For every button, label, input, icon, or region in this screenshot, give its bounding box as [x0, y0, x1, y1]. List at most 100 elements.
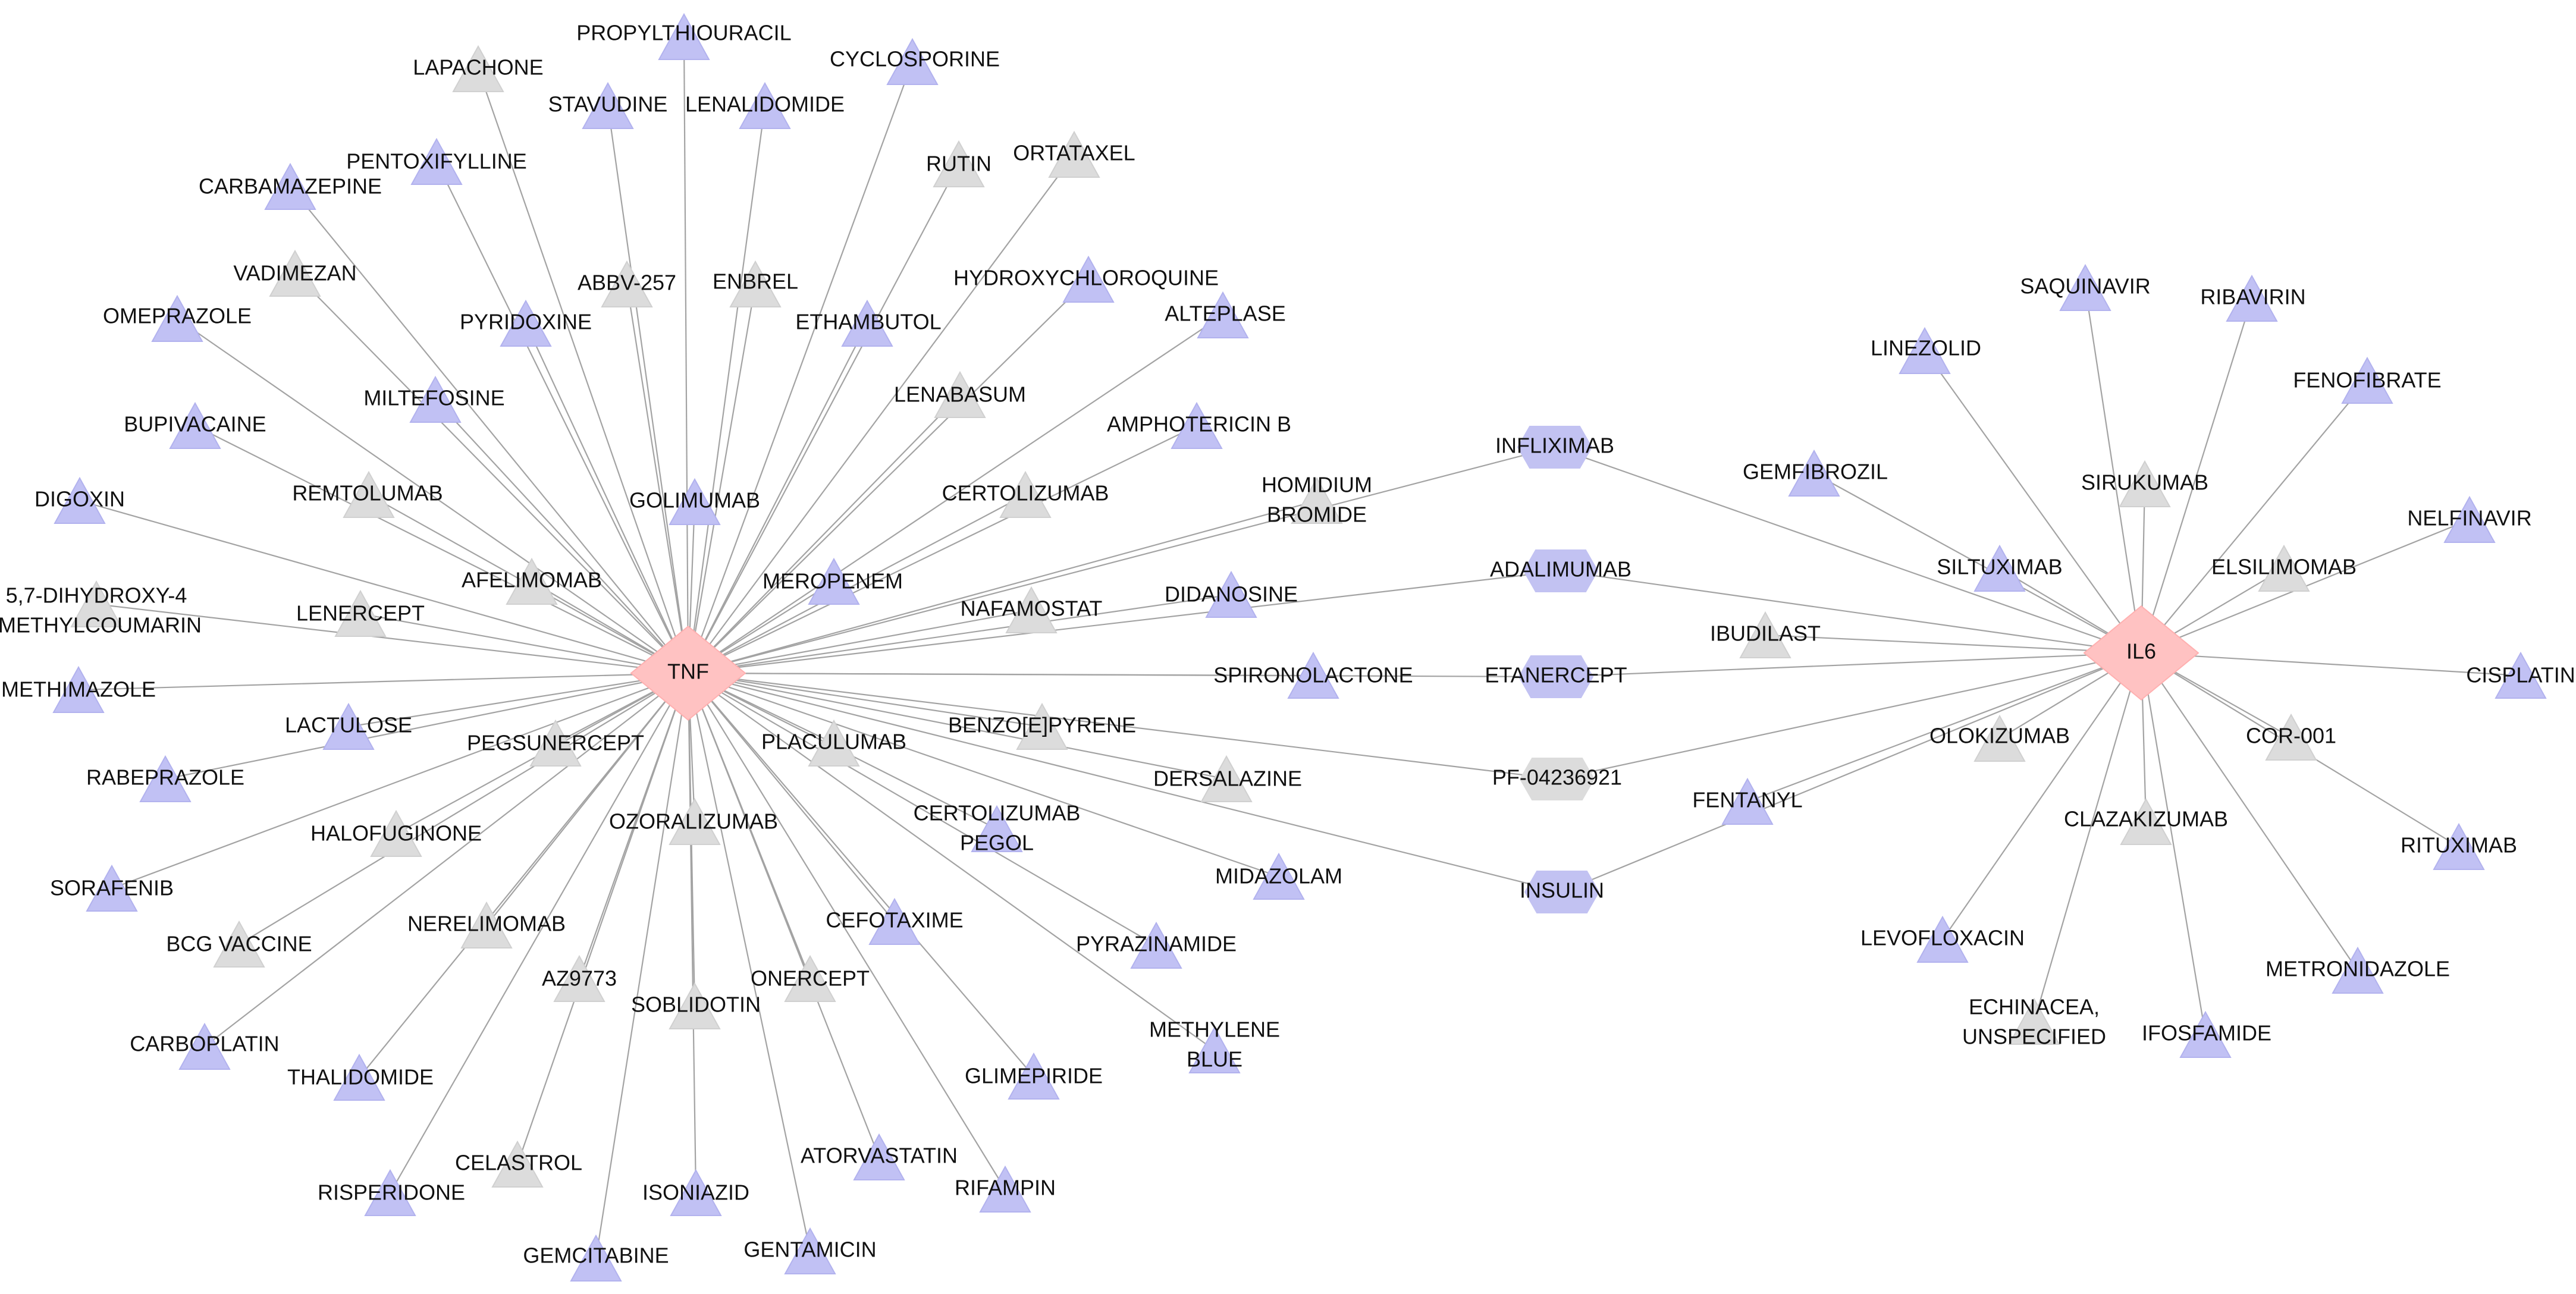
drug-node-gemfibrozil[interactable]: GEMFIBROZIL	[1743, 449, 1888, 497]
drug-node-bupivacaine[interactable]: BUPIVACAINE	[124, 401, 266, 449]
drug-node-infliximab[interactable]: INFLIXIMAB	[1495, 426, 1614, 469]
drug-node-rifampin[interactable]: RIFAMPIN	[955, 1165, 1056, 1213]
drug-node-lenercept[interactable]: LENERCEPT	[296, 589, 425, 637]
drug-node-vadimezan[interactable]: VADIMEZAN	[233, 249, 357, 297]
drug-node-alteplase[interactable]: ALTEPLASE	[1165, 291, 1286, 338]
drug-label-line2: UNSPECIFIED	[1962, 1025, 2106, 1049]
triangle-shape	[1008, 1052, 1060, 1100]
drug-node-etanercept[interactable]: ETANERCEPT	[1485, 655, 1627, 698]
drug-node-rutin[interactable]: RUTIN	[926, 140, 992, 187]
drug-node-thalidomide[interactable]: THALIDOMIDE	[287, 1053, 434, 1101]
drug-node-pyrazinamide[interactable]: PYRAZINAMIDE	[1076, 921, 1237, 969]
drug-node-rituximab[interactable]: RITUXIMAB	[2401, 822, 2517, 870]
drug-node-fentanyl[interactable]: FENTANYL	[1692, 777, 1803, 825]
drug-node-lapachone[interactable]: LAPACHONE	[413, 45, 544, 92]
drug-node-abbv257[interactable]: ABBV-257	[578, 260, 676, 307]
drug-node-didanosine[interactable]: DIDANOSINE	[1165, 570, 1298, 618]
drug-node-amphotericinb[interactable]: AMPHOTERICIN B	[1107, 401, 1291, 449]
drug-node-insulin[interactable]: INSULIN	[1520, 871, 1604, 913]
drug-node-clazakizumab[interactable]: CLAZAKIZUMAB	[2064, 797, 2228, 845]
drug-node-ethambutol[interactable]: ETHAMBUTOL	[795, 299, 942, 347]
drug-node-fenofibrate[interactable]: FENOFIBRATE	[2293, 356, 2442, 404]
drug-node-remtolumab[interactable]: REMTOLUMAB	[292, 470, 443, 518]
drug-node-miltefosine[interactable]: MILTEFOSINE	[363, 375, 505, 423]
drug-node-cefotaxime[interactable]: CEFOTAXIME	[826, 897, 964, 945]
drug-node-lactulose[interactable]: LACTULOSE	[285, 702, 412, 750]
drug-node-onercept[interactable]: ONERCEPT	[751, 954, 870, 1002]
drug-node-digoxin[interactable]: DIGOXIN	[34, 476, 125, 524]
drug-node-lenabasum[interactable]: LENABASUM	[894, 370, 1026, 418]
drug-node-pf04236921[interactable]: PF-04236921	[1492, 758, 1622, 800]
drug-node-golimumab[interactable]: GOLIMUMAB	[629, 478, 760, 525]
drug-node-glimepiride[interactable]: GLIMEPIRIDE	[965, 1052, 1103, 1100]
drug-node-omeprazole[interactable]: OMEPRAZOLE	[103, 294, 252, 342]
drug-label: SORAFENIB	[50, 876, 174, 900]
drug-node-cor001[interactable]: COR-001	[2246, 713, 2336, 761]
drug-node-sorafenib[interactable]: SORAFENIB	[50, 864, 174, 912]
drug-node-saquinavir[interactable]: SAQUINAVIR	[2020, 263, 2151, 311]
drug-node-pegsunercept[interactable]: PEGSUNERCEPT	[467, 719, 644, 767]
drug-node-isoniazid[interactable]: ISONIAZID	[642, 1169, 749, 1216]
drug-node-propylthiouracil[interactable]: PROPYLTHIOURACIL	[576, 12, 792, 60]
drug-node-nerelimomab[interactable]: NERELIMOMAB	[407, 901, 566, 948]
drug-node-metronidazole[interactable]: METRONIDAZOLE	[2266, 946, 2450, 994]
drug-node-ozoralizumab[interactable]: OZORALIZUMAB	[609, 797, 778, 845]
drug-node-lenalidomide[interactable]: LENALIDOMIDE	[685, 81, 845, 129]
drug-node-gentamicin[interactable]: GENTAMICIN	[743, 1227, 877, 1274]
drug-node-ortataxel[interactable]: ORTATAXEL	[1013, 130, 1135, 178]
drug-node-gemcitabine[interactable]: GEMCITABINE	[523, 1234, 669, 1282]
drug-label: PF-04236921	[1492, 765, 1622, 790]
drug-node-rabeprazole[interactable]: RABEPRAZOLE	[86, 755, 244, 802]
diamond-shape	[630, 625, 746, 721]
hub-node-tnf[interactable]: TNF	[630, 625, 746, 721]
drug-node-hydroxychloroquine[interactable]: HYDROXYCHLOROQUINE	[953, 255, 1219, 303]
drug-label: GOLIMUMAB	[629, 488, 760, 513]
drug-node-halofuginone[interactable]: HALOFUGINONE	[310, 809, 482, 857]
drug-node-ifosfamide[interactable]: IFOSFAMIDE	[2142, 1010, 2271, 1058]
drug-node-az9773[interactable]: AZ9773	[542, 954, 617, 1002]
triangle-shape	[70, 580, 123, 627]
drug-node-stavudine[interactable]: STAVUDINE	[548, 81, 668, 129]
drug-node-methimazole[interactable]: METHIMAZOLE	[1, 665, 156, 713]
drug-node-celastrol[interactable]: CELASTROL	[455, 1140, 582, 1188]
drug-node-adalimumab[interactable]: ADALIMUMAB	[1490, 549, 1631, 592]
hub-node-il6[interactable]: IL6	[2083, 605, 2200, 701]
drug-node-carbamazepine[interactable]: CARBAMAZEPINE	[199, 162, 382, 210]
drug-node-atorvastatin[interactable]: ATORVASTATIN	[801, 1133, 958, 1180]
drug-node-spironolactone[interactable]: SPIRONOLACTONE	[1213, 651, 1413, 699]
drug-node-olokizumab[interactable]: OLOKIZUMAB	[1929, 714, 2070, 762]
drug-node-benzopyrene[interactable]: BENZO[E]PYRENE	[948, 702, 1136, 750]
drug-node-ibudilast[interactable]: IBUDILAST	[1710, 611, 1821, 658]
drug-node-dihydroxy[interactable]: 5,7-DIHYDROXY-4-METHYLCOUMARIN	[0, 580, 202, 637]
drug-node-elsilimomab[interactable]: ELSILIMOMAB	[2211, 544, 2357, 592]
drug-node-carboplatin[interactable]: CARBOPLATIN	[130, 1022, 280, 1070]
drug-node-placulumab[interactable]: PLACULUMAB	[761, 719, 906, 767]
drug-node-certolizumab[interactable]: CERTOLIZUMAB	[942, 470, 1109, 518]
drug-node-cisplatin[interactable]: CISPLATIN	[2466, 651, 2575, 699]
drug-node-echinacea[interactable]: ECHINACEA,UNSPECIFIED	[1962, 995, 2106, 1049]
drug-node-midazolam[interactable]: MIDAZOLAM	[1215, 852, 1342, 900]
drug-node-ribavirin[interactable]: RIBAVIRIN	[2200, 274, 2306, 322]
triangle-shape	[409, 375, 462, 423]
drug-node-pyridoxine[interactable]: PYRIDOXINE	[460, 299, 592, 347]
drug-node-linezolid[interactable]: LINEZOLID	[1871, 326, 1981, 374]
drug-node-nelfinavir[interactable]: NELFINAVIR	[2407, 495, 2532, 543]
drug-node-dersalazine[interactable]: DERSALAZINE	[1153, 755, 1302, 802]
drug-node-cyclosporine[interactable]: CYCLOSPORINE	[830, 37, 1000, 85]
drug-node-sirukumab[interactable]: SIRUKUMAB	[2081, 460, 2208, 507]
drug-node-meropenem[interactable]: MEROPENEM	[763, 557, 903, 605]
drug-node-enbrel[interactable]: ENBREL	[713, 260, 798, 307]
drug-node-risperidone[interactable]: RISPERIDONE	[318, 1169, 465, 1216]
drug-node-levofloxacin[interactable]: LEVOFLOXACIN	[1860, 915, 2025, 963]
drug-node-soblidotin[interactable]: SOBLIDOTIN	[631, 982, 761, 1029]
drug-node-pentoxifylline[interactable]: PENTOXIFYLLINE	[346, 137, 527, 185]
drug-node-bcgvaccine[interactable]: BCG VACCINE	[166, 920, 312, 968]
drug-node-afelimomab[interactable]: AFELIMOMAB	[462, 557, 602, 605]
drug-node-siltuximab[interactable]: SILTUXIMAB	[1937, 544, 2063, 592]
drug-node-nafamostat[interactable]: NAFAMOSTAT	[961, 586, 1103, 633]
triangle-shape	[582, 81, 634, 129]
triangle-shape	[1788, 449, 1840, 497]
